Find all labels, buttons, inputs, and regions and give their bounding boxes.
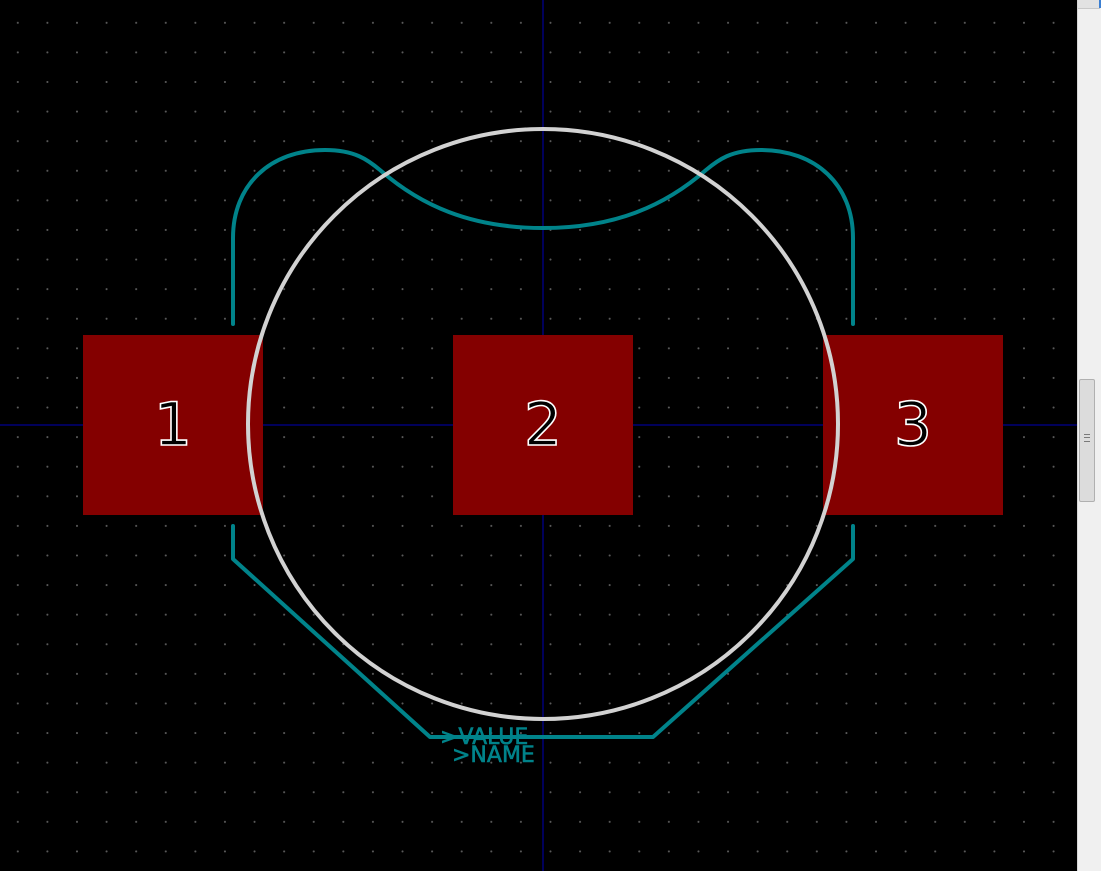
window-edge bbox=[1099, 0, 1101, 8]
body-outline-circle[interactable] bbox=[246, 127, 840, 721]
pad-2[interactable]: 2 bbox=[453, 335, 633, 515]
grip-lines-icon bbox=[1084, 434, 1090, 442]
pad-3-number: 3 bbox=[894, 390, 932, 460]
footprint-drawing: 1 2 3 >VALUE >NAME bbox=[0, 0, 1077, 871]
name-text[interactable]: >NAME bbox=[452, 743, 535, 769]
pad-2-number: 2 bbox=[524, 390, 562, 460]
scrollbar-thumb[interactable] bbox=[1079, 379, 1095, 502]
pad-1-number: 1 bbox=[154, 390, 192, 460]
pad-3[interactable]: 3 bbox=[823, 335, 1003, 515]
scroll-up-button[interactable] bbox=[1078, 0, 1100, 9]
pad-1[interactable]: 1 bbox=[83, 335, 263, 515]
silkscreen-outline-bottom[interactable] bbox=[231, 524, 855, 739]
vertical-scrollbar[interactable] bbox=[1077, 0, 1101, 871]
value-text[interactable]: >VALUE bbox=[440, 725, 529, 751]
footprint-editor-canvas[interactable]: 1 2 3 >VALUE >NAME bbox=[0, 0, 1077, 871]
silkscreen-outline-top[interactable] bbox=[231, 148, 855, 326]
